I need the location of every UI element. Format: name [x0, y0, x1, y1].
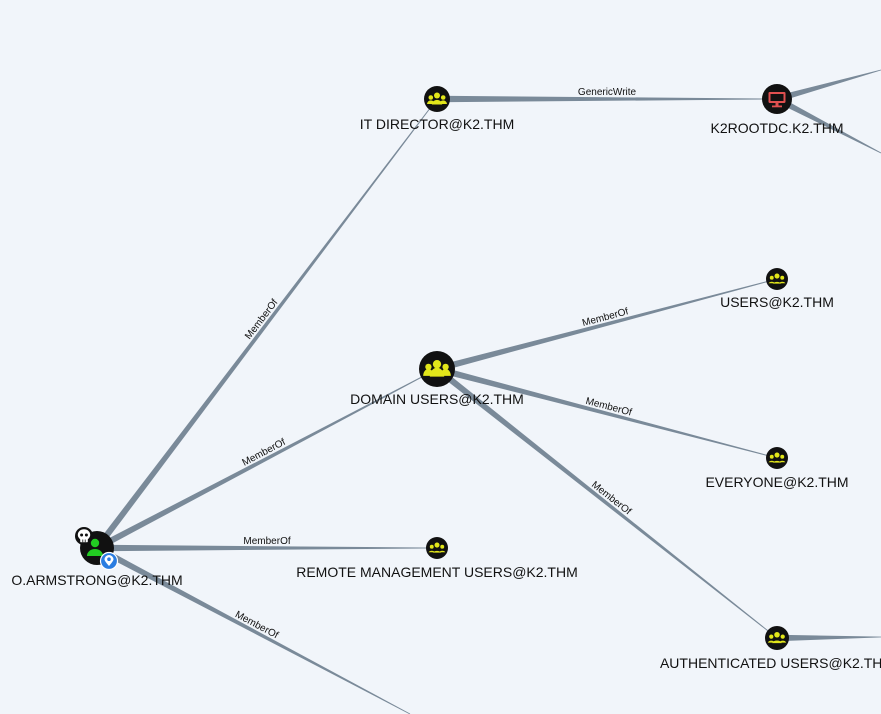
edge-domain_users-to-everyone[interactable]	[436, 365, 778, 459]
edge-k2rootdc-to-offscreen_top_right[interactable]	[776, 69, 881, 103]
node-circle[interactable]	[766, 268, 788, 290]
group-icon	[768, 452, 786, 463]
edge-it_director-to-k2rootdc[interactable]	[437, 95, 777, 103]
node-circle[interactable]	[765, 626, 789, 650]
group-icon	[423, 360, 451, 377]
node-o-armstrong[interactable]: O.ARMSTRONG@K2.THM	[11, 527, 183, 588]
node-label: EVERYONE@K2.THM	[705, 474, 848, 490]
edge-label: GenericWrite	[578, 87, 637, 98]
nodes-layer: IT DIRECTOR@K2.THM K2ROOTDC.K2.THM USERS@K…	[11, 84, 881, 671]
node-label: AUTHENTICATED USERS@K2.THM	[660, 655, 881, 671]
node-label: DOMAIN USERS@K2.THM	[350, 391, 524, 407]
edge-domain_users-to-users[interactable]	[436, 278, 778, 373]
edge-label: MemberOf	[589, 479, 633, 517]
node-remote-mgmt[interactable]: REMOTE MANAGEMENT USERS@K2.THM	[296, 537, 578, 580]
node-it-director[interactable]: IT DIRECTOR@K2.THM	[360, 86, 515, 132]
node-label: USERS@K2.THM	[720, 294, 834, 310]
node-label: K2ROOTDC.K2.THM	[710, 120, 843, 136]
edge-o_armstrong-to-domain_users[interactable]	[95, 368, 438, 551]
edge-label: MemberOf	[243, 536, 290, 547]
user-icon	[87, 538, 103, 556]
edge-label: MemberOf	[243, 297, 280, 341]
node-users[interactable]: USERS@K2.THM	[720, 268, 834, 310]
group-icon	[768, 273, 786, 284]
node-k2rootdc[interactable]: K2ROOTDC.K2.THM	[710, 84, 844, 136]
edge-o_armstrong-to-it_director[interactable]	[94, 98, 438, 550]
map-pin-icon	[99, 551, 119, 571]
node-circle[interactable]	[766, 447, 788, 469]
edge-domain_users-to-authenticated_users[interactable]	[435, 366, 778, 639]
edges-layer	[94, 69, 881, 714]
edge-o_armstrong-to-offscreen_bottom[interactable]	[95, 545, 411, 714]
node-label: REMOTE MANAGEMENT USERS@K2.THM	[296, 564, 578, 580]
node-label: IT DIRECTOR@K2.THM	[360, 116, 515, 132]
node-domain-users[interactable]: DOMAIN USERS@K2.THM	[350, 351, 524, 407]
node-label: O.ARMSTRONG@K2.THM	[11, 572, 182, 588]
node-circle[interactable]	[424, 86, 450, 112]
group-icon	[767, 632, 787, 644]
node-authenticated-users[interactable]: AUTHENTICATED USERS@K2.THM	[660, 626, 881, 671]
computer-icon	[768, 92, 786, 108]
edge-o_armstrong-to-remote_mgmt[interactable]	[97, 544, 437, 552]
group-icon	[427, 92, 447, 105]
node-circle[interactable]	[426, 537, 448, 559]
edge-authenticated_users-to-offscreen_far_right[interactable]	[776, 634, 881, 642]
edge-k2rootdc-to-offscreen_right[interactable]	[775, 96, 881, 154]
node-everyone[interactable]: EVERYONE@K2.THM	[705, 447, 849, 490]
skull-icon	[75, 527, 93, 545]
group-icon	[428, 542, 446, 553]
